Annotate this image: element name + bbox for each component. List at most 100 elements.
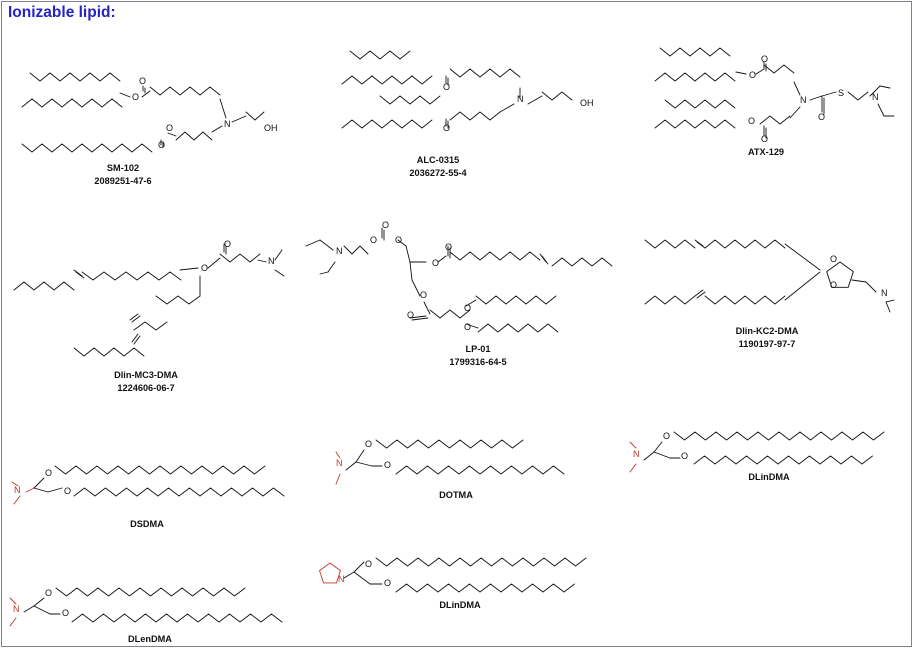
alkyl-chain bbox=[341, 119, 433, 129]
bond bbox=[9, 597, 17, 605]
atom-o: O bbox=[464, 303, 471, 313]
alkyl-chain bbox=[659, 47, 731, 57]
alkyl-chain bbox=[477, 323, 559, 333]
bond bbox=[345, 461, 357, 471]
bond bbox=[33, 597, 45, 607]
cas-lp-01: 1799316-64-5 bbox=[449, 357, 506, 367]
bond bbox=[411, 279, 421, 297]
name-alc-0315: ALC-0315 bbox=[417, 155, 459, 165]
alkyl-chain bbox=[654, 72, 736, 82]
bond bbox=[409, 261, 413, 281]
bond bbox=[423, 301, 431, 315]
name-dotma: DOTMA bbox=[439, 490, 473, 500]
name-dsdma: DSDMA bbox=[130, 519, 164, 529]
name-dlin-kc2-dma: Dlin-KC2-DMA bbox=[736, 326, 799, 336]
alkyl-chain bbox=[81, 271, 182, 281]
atom-o: O bbox=[761, 134, 768, 144]
bond bbox=[397, 239, 407, 247]
atom-labels: O O N OH O O O O N OH O O N O S N O O O … bbox=[13, 54, 888, 618]
alkyl-chain bbox=[54, 465, 266, 475]
atom-n: N bbox=[336, 246, 343, 256]
alkyl-chain bbox=[449, 68, 521, 78]
alkyl-chain bbox=[395, 583, 575, 593]
bond bbox=[319, 239, 334, 251]
atom-o: O bbox=[384, 578, 391, 588]
alkyl-chain bbox=[704, 295, 786, 305]
bond bbox=[405, 245, 411, 263]
cas-dlin-kc2-dma: 1190197-97-7 bbox=[739, 339, 796, 349]
bond bbox=[319, 271, 329, 275]
alkyl-chain bbox=[673, 431, 885, 441]
caption-dlindma-1: DLinDMA bbox=[748, 472, 790, 482]
alkyl-chain bbox=[654, 119, 736, 129]
atom-o: O bbox=[407, 310, 414, 320]
atom-o: O bbox=[382, 220, 389, 230]
double-bond bbox=[131, 333, 139, 343]
atom-n-headgroup: N bbox=[336, 458, 343, 468]
alkyl-chain bbox=[644, 295, 696, 305]
atom-n: N bbox=[224, 119, 231, 129]
bond bbox=[257, 259, 267, 263]
atom-o: O bbox=[62, 608, 69, 618]
double-bond bbox=[694, 289, 704, 297]
alkyl-chain bbox=[375, 439, 524, 449]
alkyl-chain bbox=[449, 111, 501, 121]
figure-heading: Ionizable lipid: bbox=[8, 4, 116, 21]
bond bbox=[885, 301, 891, 313]
atom-o: O bbox=[818, 112, 825, 122]
bond bbox=[25, 487, 35, 493]
bond bbox=[879, 85, 891, 89]
bond bbox=[784, 271, 821, 301]
bond bbox=[353, 571, 371, 585]
bond bbox=[784, 243, 821, 271]
bond bbox=[47, 487, 63, 493]
atom-o: O bbox=[663, 431, 670, 441]
pyrrolidine-ring bbox=[319, 562, 341, 584]
double-bond bbox=[409, 315, 427, 319]
atom-n: N bbox=[881, 288, 888, 298]
atom-o: O bbox=[464, 322, 471, 332]
alkyl-chain bbox=[541, 91, 573, 101]
bond bbox=[207, 257, 221, 269]
bond bbox=[274, 249, 283, 261]
double-bond bbox=[696, 241, 706, 249]
bond bbox=[629, 463, 637, 473]
caption-alc-0315: ALC-0315 2036272-55-4 bbox=[409, 155, 467, 178]
alkyl-chain bbox=[133, 321, 168, 331]
alkyl-chain bbox=[73, 347, 145, 357]
double-bond bbox=[411, 317, 429, 321]
bond bbox=[179, 267, 199, 271]
bond bbox=[851, 279, 867, 283]
alkyl-chain bbox=[475, 295, 557, 305]
name-dlindma-1: DLinDMA bbox=[748, 472, 790, 482]
alkyl-chain bbox=[21, 98, 123, 108]
atom-o: O bbox=[370, 235, 377, 245]
name-dlendma: DLenDMA bbox=[128, 634, 172, 644]
name-atx-129: ATX-129 bbox=[748, 147, 784, 157]
alkyl-chain bbox=[375, 557, 587, 567]
alkyl-chain bbox=[664, 99, 736, 109]
atom-n-headgroup: N bbox=[13, 604, 20, 614]
atom-o: O bbox=[201, 263, 208, 273]
atom-o: O bbox=[830, 254, 837, 264]
atom-n: N bbox=[800, 95, 807, 105]
caption-atx-129: ATX-129 bbox=[748, 147, 784, 157]
bond bbox=[527, 95, 543, 105]
alkyl-chain bbox=[551, 257, 613, 267]
alkyl-chain bbox=[847, 91, 869, 101]
atom-o: O bbox=[132, 92, 139, 102]
bond bbox=[735, 71, 747, 75]
cas-sm-102: 2089251-47-6 bbox=[94, 176, 151, 186]
alkyl-chain bbox=[175, 131, 213, 141]
atom-o: O bbox=[139, 76, 146, 86]
bond bbox=[343, 571, 355, 579]
bond bbox=[755, 68, 765, 75]
atom-o: O bbox=[761, 54, 768, 64]
bond bbox=[167, 132, 177, 137]
bond bbox=[119, 92, 131, 98]
bond bbox=[141, 90, 151, 98]
atom-o: O bbox=[681, 451, 688, 461]
alkyl-chain bbox=[341, 75, 433, 85]
bond bbox=[465, 323, 479, 329]
